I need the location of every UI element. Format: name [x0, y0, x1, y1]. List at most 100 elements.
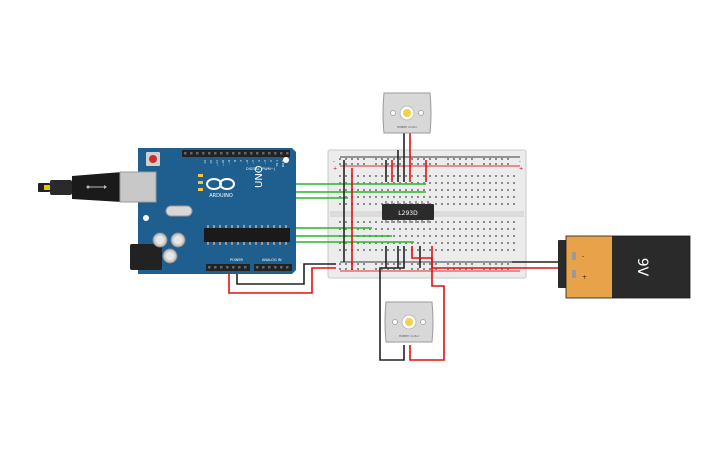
breadboard-hole — [399, 235, 401, 237]
ic-pin — [385, 220, 387, 223]
breadboard-hole — [417, 221, 419, 223]
rail-hole — [495, 268, 497, 270]
rail-hole — [375, 263, 377, 265]
breadboard-hole — [369, 189, 371, 191]
rail-hole — [423, 268, 425, 270]
atmega-pin — [219, 242, 221, 245]
digital-pin-label: RX 0 — [281, 160, 285, 167]
breadboard-hole — [381, 182, 383, 184]
rail-hole — [357, 268, 359, 270]
rail-hole — [393, 263, 395, 265]
breadboard-hole — [489, 228, 491, 230]
breadboard-hole — [477, 175, 479, 177]
header-hole — [190, 152, 193, 155]
breadboard-hole — [501, 189, 503, 191]
breadboard-hole — [363, 221, 365, 223]
breadboard-hole — [477, 189, 479, 191]
breadboard-hole — [411, 242, 413, 244]
breadboard-hole — [447, 235, 449, 237]
breadboard-hole — [453, 235, 455, 237]
wire-red-battery[interactable] — [431, 246, 558, 269]
breadboard-hole — [513, 242, 515, 244]
breadboard-hole — [381, 228, 383, 230]
rail-hole — [411, 158, 413, 160]
analog-label: ANALOG IN — [262, 258, 282, 262]
led-tx — [198, 181, 203, 184]
analog-header[interactable] — [254, 264, 292, 271]
breadboard-hole — [453, 196, 455, 198]
breadboard-hole — [423, 182, 425, 184]
rail-hole — [429, 268, 431, 270]
breadboard-hole — [501, 182, 503, 184]
rail-hole — [435, 158, 437, 160]
breadboard-hole — [345, 203, 347, 205]
breadboard-hole — [417, 182, 419, 184]
breadboard-hole — [441, 228, 443, 230]
breadboard-hole — [429, 242, 431, 244]
breadboard-hole — [489, 235, 491, 237]
rail-hole — [435, 268, 437, 270]
motor-top-screw-right — [418, 110, 424, 116]
atmega-pin — [285, 242, 287, 245]
wire-black-gnd[interactable] — [236, 263, 336, 285]
breadboard-hole — [417, 196, 419, 198]
breadboard-hole — [453, 182, 455, 184]
breadboard-hole — [387, 249, 389, 251]
breadboard-hole — [447, 242, 449, 244]
ic-pin — [427, 201, 429, 204]
breadboard-hole — [477, 235, 479, 237]
breadboard-hole — [417, 189, 419, 191]
atmega-pin — [243, 225, 245, 228]
breadboard-hole — [375, 182, 377, 184]
l293d-chip[interactable]: L293D — [382, 201, 434, 223]
battery-terminal-minus[interactable] — [572, 252, 576, 260]
rail-hole — [393, 163, 395, 165]
breadboard-hole — [441, 249, 443, 251]
motor-top[interactable]: HOBBY motor — [382, 92, 432, 134]
battery-terminal-plus[interactable] — [572, 270, 576, 278]
motor-bottom[interactable]: HOBBY motor — [384, 301, 434, 343]
battery-9v[interactable]: - + 9V — [558, 235, 691, 299]
rail-hole — [417, 158, 419, 160]
breadboard-hole — [357, 221, 359, 223]
wire-red-motor-bottom[interactable] — [409, 246, 445, 361]
breadboard-hole — [483, 249, 485, 251]
wire-black-motor-bottom[interactable] — [379, 246, 405, 361]
rail-hole — [501, 163, 503, 165]
atmega-chip — [204, 228, 290, 242]
breadboard-hole — [513, 182, 515, 184]
breadboard-hole — [441, 175, 443, 177]
rail-hole — [471, 158, 473, 160]
mounting-hole-2 — [283, 157, 289, 163]
breadboard-hole — [471, 242, 473, 244]
rail-hole — [447, 263, 449, 265]
atmega-pin — [213, 242, 215, 245]
breadboard-hole — [345, 242, 347, 244]
rail-hole — [465, 263, 467, 265]
breadboard-hole — [405, 196, 407, 198]
battery-plus-label: + — [582, 274, 587, 281]
breadboard-hole — [423, 228, 425, 230]
digital-label: DIGITAL (PWM~) — [246, 167, 276, 171]
breadboard-hole — [489, 189, 491, 191]
ic-pin — [397, 220, 399, 223]
rail-hole — [381, 263, 383, 265]
breadboard-hole — [477, 203, 479, 205]
digital-header[interactable] — [182, 150, 290, 157]
rail-hole — [483, 263, 485, 265]
breadboard-hole — [399, 242, 401, 244]
ic-label: L293D — [398, 210, 418, 217]
breadboard-hole — [465, 182, 467, 184]
rail-hole — [501, 158, 503, 160]
breadboard-hole — [363, 203, 365, 205]
wire-red-5v[interactable] — [228, 267, 336, 294]
rail-hole — [381, 268, 383, 270]
atmega-pin — [237, 225, 239, 228]
rail-hole — [447, 158, 449, 160]
rail-hole — [435, 263, 437, 265]
breadboard-hole — [393, 249, 395, 251]
breadboard-hole — [501, 235, 503, 237]
rail-hole — [459, 158, 461, 160]
digital-pin-label: 8 — [233, 160, 237, 162]
